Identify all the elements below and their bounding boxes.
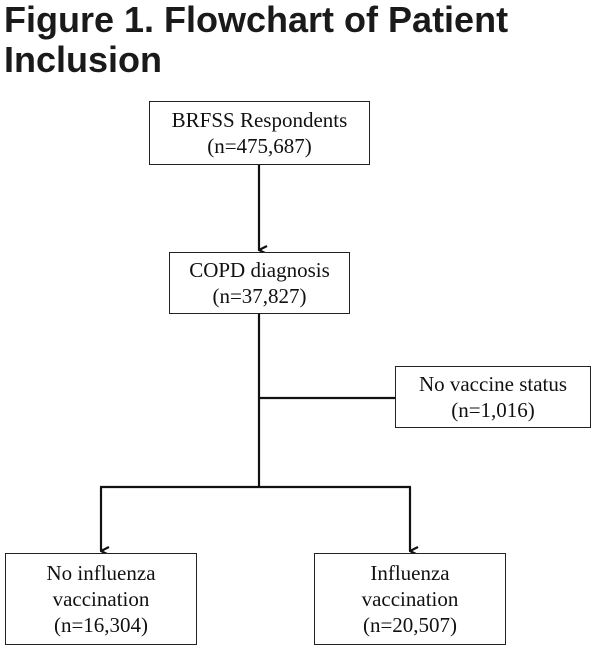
node-label-line-1: Influenza [370,561,450,585]
node-no-influenza-vaccination: No influenza vaccination (n=16,304) [5,553,197,645]
node-label: COPD diagnosis [189,258,330,282]
node-count: (n=475,687) [207,134,312,158]
node-label-line-2: vaccination [361,587,459,611]
figure-title-line-1: Figure 1. Flowchart of Patient [4,0,509,40]
node-influenza-vaccination: Influenza vaccination (n=20,507) [314,553,506,645]
node-brfss-respondents: BRFSS Respondents (n=475,687) [149,101,370,165]
node-count: (n=16,304) [53,613,149,637]
figure-title: Figure 1. Flowchart of Patient Inclusion [4,0,594,80]
figure-title-line-2: Inclusion [4,39,163,80]
node-label: BRFSS Respondents [171,108,348,132]
node-label-line-2: vaccination [52,587,150,611]
node-label: No vaccine status [418,372,568,396]
node-count: (n=37,827) [212,284,307,308]
node-copd-diagnosis: COPD diagnosis (n=37,827) [169,252,350,314]
node-count: (n=1,016) [451,398,535,422]
node-count: (n=20,507) [362,613,458,637]
node-label-line-1: No influenza [46,561,156,585]
node-no-vaccine-status: No vaccine status (n=1,016) [395,366,591,428]
